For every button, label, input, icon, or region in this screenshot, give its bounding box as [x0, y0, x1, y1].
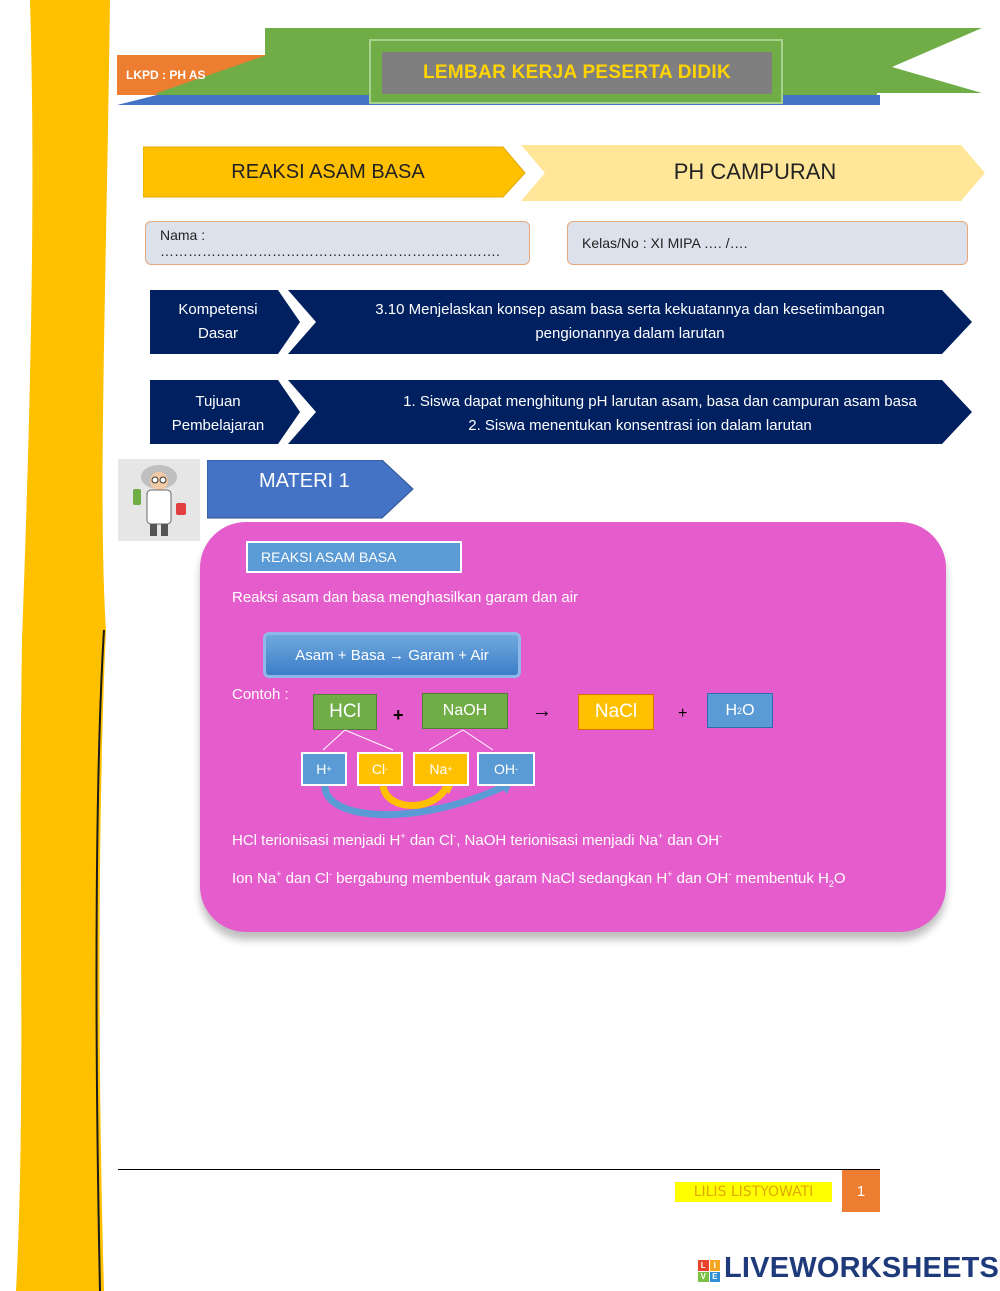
author-signature: LILIS LISTYOWATI [675, 1182, 832, 1202]
breadcrumb-left: REAKSI ASAM BASA [231, 160, 425, 183]
tujuan-label-line1: Tujuan [195, 393, 241, 410]
exp1-c-sup: + [657, 831, 664, 841]
tujuan-arrows [150, 380, 972, 444]
materi-title: MATERI 1 [259, 470, 350, 492]
exp1-d: dan OH [663, 832, 720, 849]
tujuan-item-2: 2. Siswa menentukan konsentrasi ion dala… [468, 417, 812, 434]
water-h: H [725, 701, 738, 719]
scientist-illustration [118, 459, 200, 541]
exp2-a: Ion Na [232, 870, 277, 887]
kompetensi-label-line2: Dasar [197, 325, 238, 342]
tujuan-label: Tujuan Pembelajaran [150, 386, 286, 442]
class-field[interactable]: Kelas/No : XI MIPA …. /…. [567, 221, 968, 265]
ion-cl-base: Cl [371, 761, 386, 777]
ion-oh-minus: OH- [477, 752, 535, 786]
ion-na-sup: + [447, 764, 453, 774]
ion-cl-minus: Cl- [357, 752, 403, 786]
kompetensi-text-line1: 3.10 Menjelaskan konsep asam basa serta … [375, 301, 885, 318]
exp2-f: O [833, 870, 846, 887]
ion-oh-sup: - [515, 764, 518, 774]
explanation-combination: Ion Na+ dan Cl- bergabung membentuk gara… [232, 869, 846, 889]
water-sub: 2 [737, 705, 743, 716]
logo-letter-e: E [709, 1271, 720, 1282]
logo-letter-i: I [709, 1260, 720, 1271]
logo-letter-v: V [698, 1271, 709, 1282]
exp2-c-sup: + [667, 869, 673, 879]
kompetensi-arrows [150, 290, 972, 354]
lkpd-label: LKPD : PH ASAM [126, 68, 206, 82]
exp2-b: dan Cl [281, 870, 329, 887]
water-o: O [742, 701, 755, 719]
page-number: 1 [842, 1170, 880, 1212]
ion-na-plus: Na+ [413, 752, 469, 786]
kompetensi-label-line1: Kompetensi [178, 301, 258, 318]
exp1-d-sup: - [719, 831, 723, 841]
exp2-e: membentuk H [731, 870, 829, 887]
contoh-label: Contoh : [232, 686, 289, 703]
ion-h-base: H [316, 761, 327, 777]
ion-h-sup: + [326, 764, 332, 774]
liveworksheets-brand[interactable]: LIVEWORKSHEETS [724, 1252, 1000, 1284]
tujuan-text: 1. Siswa dapat menghitung pH larutan asa… [310, 386, 970, 442]
plus-sign-2: + [678, 705, 688, 722]
reactant-hcl: HCl [313, 694, 377, 730]
exp1-b: dan Cl [405, 832, 454, 849]
kompetensi-text-line2: pengionannya dalam larutan [535, 325, 725, 342]
ion-cl-sup: - [385, 764, 389, 774]
name-field[interactable]: Nama : ………………………………………………………………. [145, 221, 530, 265]
ion-na-base: Na [429, 761, 448, 777]
exp1-a-sup: + [400, 831, 406, 841]
intro-text: Reaksi asam dan basa menghasilkan garam … [232, 589, 579, 606]
exp2-c: bergabung membentuk garam NaCl sedangkan… [332, 870, 668, 887]
exp2-d: dan OH [672, 870, 729, 887]
reaction-equation: Asam + Basa → Garam + Air [263, 632, 521, 678]
ion-oh-base: OH [494, 761, 515, 777]
decorative-spine [16, 0, 110, 1291]
breadcrumb-right: PH CAMPURAN [673, 159, 837, 184]
exp1-b-sup: - [453, 831, 457, 841]
exp2-d-sup: - [728, 869, 732, 879]
breadcrumb-arrows [143, 145, 985, 201]
ion-h-plus: H+ [301, 752, 347, 786]
section-title: REAKSI ASAM BASA [246, 541, 462, 573]
exp2-a-sup: + [276, 869, 282, 879]
materi-arrow [207, 460, 414, 519]
tujuan-item-1: 1. Siswa dapat menghitung pH larutan asa… [403, 393, 917, 410]
tujuan-label-line2: Pembelajaran [171, 417, 265, 434]
reaction-arrow: → [532, 700, 552, 722]
exp1-a: HCl terionisasi menjadi H [232, 832, 401, 849]
exp2-b-sup: - [329, 869, 332, 879]
explanation-ionization: HCl terionisasi menjadi H+ dan Cl-, NaOH… [232, 831, 722, 849]
footer-divider [118, 1169, 880, 1170]
product-nacl: NaCl [578, 694, 654, 730]
exp1-c: , NaOH terionisasi menjadi Na [456, 832, 658, 849]
exp2-e-sub: 2 [828, 879, 834, 889]
logo-letter-l: L [698, 1260, 709, 1271]
reactant-naoh: NaOH [422, 693, 508, 729]
kompetensi-text: 3.10 Menjelaskan konsep asam basa serta … [310, 294, 950, 350]
kompetensi-label: Kompetensi Dasar [150, 294, 286, 350]
plus-sign-1: + [393, 705, 404, 725]
page-title: LEMBAR KERJA PESERTA DIDIK [382, 52, 772, 94]
liveworksheets-logo-icon: L I V E [698, 1260, 720, 1282]
